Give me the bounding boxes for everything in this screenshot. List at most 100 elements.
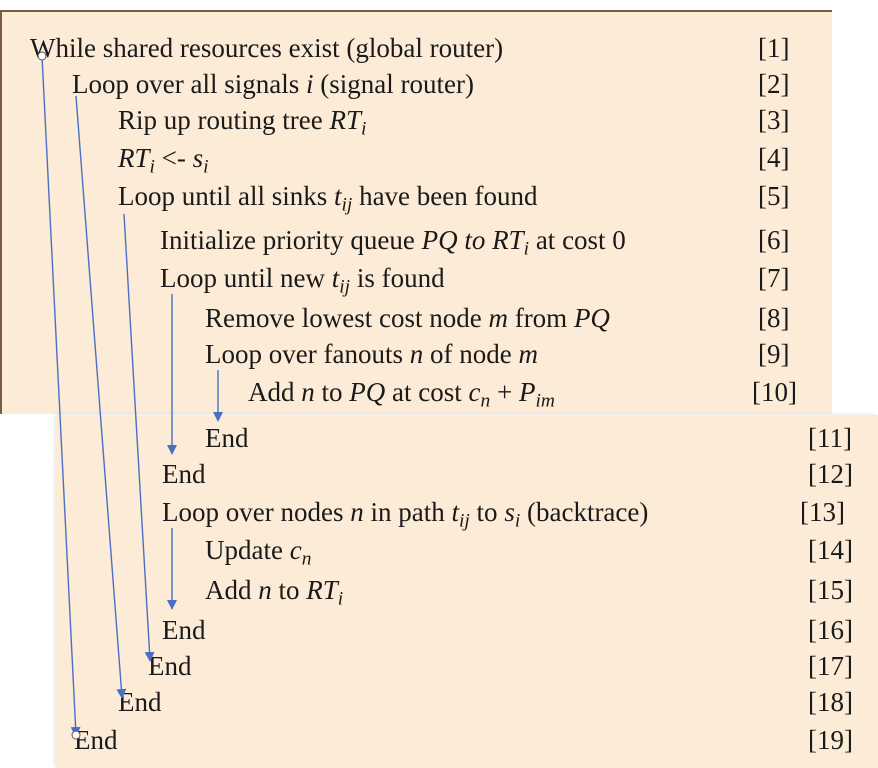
code-token: im bbox=[535, 390, 555, 412]
code-token: (signal router) bbox=[313, 69, 474, 99]
code-line-11: End bbox=[205, 422, 249, 454]
line-number-19: [19] bbox=[808, 725, 853, 755]
code-token: End bbox=[118, 687, 162, 717]
code-panel-bottom bbox=[56, 415, 878, 768]
code-line-19: End bbox=[74, 724, 118, 756]
code-token: + bbox=[490, 377, 519, 407]
code-token: c bbox=[468, 377, 481, 407]
line-number-17: [17] bbox=[808, 651, 853, 681]
code-line-10: Add n to PQ at cost cn + Pim bbox=[248, 376, 555, 412]
code-token: Initialize priority queue bbox=[160, 225, 422, 255]
code-token: t bbox=[334, 181, 342, 211]
code-token: ij bbox=[339, 276, 351, 298]
code-token: End bbox=[148, 651, 192, 681]
code-token: s bbox=[192, 143, 204, 173]
line-number-4: [4] bbox=[758, 143, 790, 173]
code-token: to bbox=[469, 497, 505, 527]
code-token: RT bbox=[118, 143, 150, 173]
code-line-14: Update cn bbox=[205, 534, 312, 570]
code-token: Rip up routing tree bbox=[118, 105, 330, 135]
code-token: n bbox=[480, 390, 491, 412]
code-line-2: Loop over all signals i (signal router) bbox=[72, 68, 474, 100]
code-line-6: Initialize priority queue PQ to RTi at c… bbox=[160, 224, 626, 260]
code-token: i bbox=[360, 118, 367, 140]
code-token: s bbox=[504, 497, 515, 527]
code-token: (backtrace) bbox=[520, 497, 649, 527]
code-token: i bbox=[203, 156, 209, 178]
code-token: t bbox=[331, 263, 340, 293]
code-line-8: Remove lowest cost node m from PQ bbox=[205, 302, 610, 334]
code-token: End bbox=[205, 423, 249, 453]
code-token: m bbox=[488, 303, 508, 333]
code-token: from bbox=[507, 303, 574, 333]
code-token: PQ to RT bbox=[421, 225, 524, 255]
code-token: ij bbox=[341, 194, 353, 216]
code-line-4: RTi <- si bbox=[118, 142, 209, 178]
line-number-12: [12] bbox=[808, 459, 853, 489]
line-number-2: [2] bbox=[758, 69, 790, 99]
code-token: Remove lowest cost node bbox=[205, 303, 489, 333]
line-number-13: [13] bbox=[800, 497, 845, 527]
code-token: While shared resources exist (global rou… bbox=[30, 33, 504, 63]
line-number-10: [10] bbox=[752, 377, 797, 407]
code-token: n bbox=[301, 548, 312, 570]
code-token: n bbox=[258, 575, 272, 605]
code-token: i bbox=[514, 510, 521, 532]
code-token: in path bbox=[363, 497, 452, 527]
code-token: at cost 0 bbox=[529, 225, 626, 255]
line-number-8: [8] bbox=[758, 303, 790, 333]
line-number-15: [15] bbox=[808, 575, 853, 605]
code-token: n bbox=[301, 377, 315, 407]
code-line-17: End bbox=[148, 650, 192, 682]
code-token: have been found bbox=[352, 181, 538, 211]
code-line-7: Loop until new tij is found bbox=[160, 262, 445, 298]
line-number-9: [9] bbox=[758, 339, 790, 369]
line-number-1: [1] bbox=[758, 33, 790, 63]
code-token: to bbox=[271, 575, 307, 605]
code-token: End bbox=[162, 459, 206, 489]
code-token: Loop over all signals bbox=[72, 69, 306, 99]
code-token: End bbox=[74, 725, 118, 755]
code-line-12: End bbox=[162, 458, 206, 490]
code-token: of node bbox=[423, 339, 519, 369]
line-number-7: [7] bbox=[758, 263, 790, 293]
code-token: i bbox=[337, 588, 344, 610]
code-token: RT bbox=[329, 105, 361, 135]
line-number-6: [6] bbox=[758, 225, 790, 255]
code-token: t bbox=[451, 497, 459, 527]
code-token: i bbox=[305, 69, 314, 99]
code-token: <- bbox=[154, 143, 193, 173]
code-token: i bbox=[523, 238, 530, 260]
code-token: n bbox=[350, 497, 364, 527]
line-number-18: [18] bbox=[808, 687, 853, 717]
code-token: RT bbox=[306, 575, 338, 605]
line-number-14: [14] bbox=[808, 535, 853, 565]
code-line-18: End bbox=[118, 686, 162, 718]
line-number-5: [5] bbox=[758, 181, 790, 211]
code-token: PQ bbox=[573, 303, 610, 333]
code-token: Add bbox=[205, 575, 259, 605]
code-token: m bbox=[518, 339, 538, 369]
code-line-9: Loop over fanouts n of node m bbox=[205, 338, 538, 370]
code-line-1: While shared resources exist (global rou… bbox=[30, 32, 503, 64]
code-token: to bbox=[314, 377, 350, 407]
code-token: n bbox=[409, 339, 424, 369]
code-token: Loop over nodes bbox=[162, 497, 351, 527]
code-token: Loop until new bbox=[160, 263, 332, 293]
code-token: End bbox=[162, 615, 206, 645]
code-token: PQ bbox=[349, 377, 386, 407]
line-number-3: [3] bbox=[758, 105, 790, 135]
code-token: P bbox=[518, 377, 536, 407]
code-token: Update bbox=[205, 535, 290, 565]
code-line-16: End bbox=[162, 614, 206, 646]
code-line-15: Add n to RTi bbox=[205, 574, 344, 610]
code-token: i bbox=[149, 156, 155, 178]
code-token: at cost bbox=[385, 377, 469, 407]
code-token: c bbox=[289, 535, 302, 565]
line-number-11: [11] bbox=[808, 423, 852, 453]
code-token: is found bbox=[350, 263, 445, 293]
code-line-13: Loop over nodes n in path tij to si (bac… bbox=[162, 496, 649, 532]
code-token: Loop over fanouts bbox=[205, 339, 410, 369]
code-token: Add bbox=[248, 377, 302, 407]
line-number-16: [16] bbox=[808, 615, 853, 645]
